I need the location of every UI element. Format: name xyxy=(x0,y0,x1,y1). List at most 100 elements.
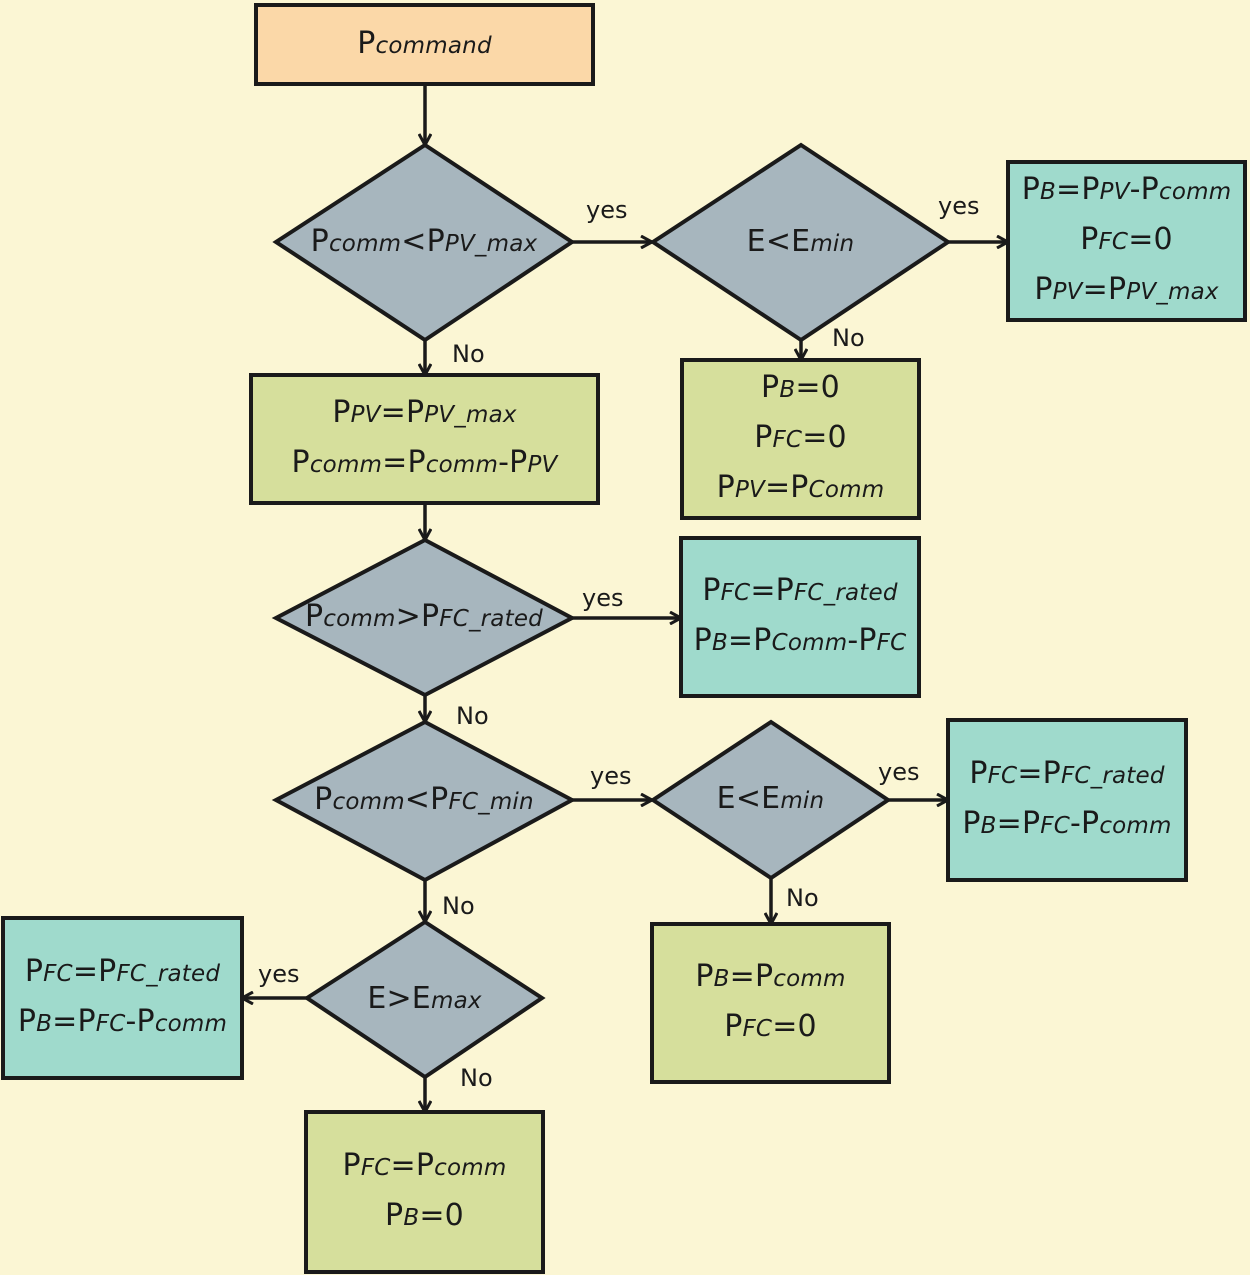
formula-symbol: -P xyxy=(1069,806,1100,841)
formula-symbol: =P xyxy=(382,445,426,480)
formula-subscript: Comm xyxy=(808,477,885,503)
formula-subscript: PV xyxy=(1099,179,1130,205)
formula-symbol: -P xyxy=(847,623,877,658)
formula-symbol: =P xyxy=(727,623,772,658)
formula-subscript: B xyxy=(403,1205,420,1231)
formula-line: PFC=PFC_rated xyxy=(25,948,220,998)
formula-subscript: comm xyxy=(425,452,499,478)
formula-symbol: =P xyxy=(1055,172,1100,207)
formula-subscript: comm xyxy=(332,789,405,815)
formula-symbol: =P xyxy=(729,959,774,994)
formula-subscript: FC xyxy=(43,961,73,987)
formula-symbol: =P xyxy=(390,1148,435,1183)
formula-symbol: =P xyxy=(380,395,425,430)
formula-symbol: >P xyxy=(395,598,440,634)
formula-line: E<Emin xyxy=(717,775,825,825)
formula-subscript: FC xyxy=(95,1011,126,1037)
formula-symbol: =P xyxy=(72,954,117,989)
process-fc-only xyxy=(304,1110,545,1274)
formula-line: PFC=PFC_rated xyxy=(969,750,1164,800)
formula-subscript: comm xyxy=(323,605,396,632)
decision-pcomm-lt-ppvmax xyxy=(272,142,576,343)
formula-subscript: B xyxy=(711,630,728,656)
formula-subscript: FC xyxy=(876,630,907,656)
formula-symbol: =0 xyxy=(795,370,840,405)
formula-symbol: =P xyxy=(996,806,1041,841)
formula-line: PB=PFC-Pcomm xyxy=(962,800,1171,850)
formula-line: Pcommand xyxy=(357,20,492,70)
formula-subscript: min xyxy=(780,788,825,814)
formula-subscript: FC xyxy=(987,763,1018,789)
formula-symbol: -P xyxy=(1129,172,1159,207)
formula-symbol: =0 xyxy=(772,1009,817,1044)
formula-subscript: FC xyxy=(742,1016,773,1042)
edge-label-yes: yes xyxy=(582,584,624,612)
formula-line: Pcomm<PFC_min xyxy=(314,776,534,826)
formula-symbol: P xyxy=(314,782,333,817)
formula-symbol: E<E xyxy=(746,223,811,259)
formula-subscript: B xyxy=(713,966,730,992)
edge-label-no: No xyxy=(832,324,865,352)
formula-symbol: =0 xyxy=(802,420,847,455)
formula-subscript: comm xyxy=(434,1155,507,1181)
formula-symbol: =0 xyxy=(1128,222,1173,257)
formula-line: PPV=PPV_max xyxy=(1034,266,1218,316)
formula-subscript: PV xyxy=(734,477,765,503)
edge-label-no: No xyxy=(442,892,475,920)
formula-symbol: =P xyxy=(1082,272,1127,307)
formula-line: PFC=0 xyxy=(1080,216,1173,266)
formula-line: PPV=PPV_max xyxy=(332,389,516,439)
formula-symbol: P xyxy=(342,1148,361,1183)
start-text: Pcommand xyxy=(256,5,593,84)
formula-line: PB=Pcomm xyxy=(695,953,845,1003)
edge-label-no: No xyxy=(460,1064,493,1092)
formula-subscript: command xyxy=(375,32,492,59)
formula-subscript: comm xyxy=(154,1011,228,1037)
formula-symbol: P xyxy=(969,756,988,791)
formula-symbol: P xyxy=(310,223,329,259)
formula-symbol: P xyxy=(702,573,721,608)
formula-subscript: FC_rated xyxy=(116,961,221,987)
formula-subscript: FC_rated xyxy=(1060,763,1165,789)
formula-subscript: Comm xyxy=(771,630,848,656)
formula-symbol: -P xyxy=(498,445,528,480)
decision-e-lt-emin-2 xyxy=(649,719,892,881)
formula-subscript: FC_rated xyxy=(439,605,543,632)
decision-pcomm-gt-pfcrated xyxy=(271,537,577,698)
formula-subscript: PV xyxy=(350,402,381,428)
edge-label-yes: yes xyxy=(258,960,300,988)
formula-line: Pcomm=Pcomm-PPV xyxy=(292,439,558,489)
formula-line: PB=0 xyxy=(385,1192,464,1242)
decision-emin2-text: E<Emin xyxy=(653,722,888,878)
formula-symbol: <P xyxy=(404,782,449,817)
formula-symbol: P xyxy=(724,1009,743,1044)
formula-line: PB=PComm-PFC xyxy=(694,617,907,667)
decision-pcomm-lt-pfcmin xyxy=(271,719,577,883)
formula-symbol: P xyxy=(761,370,780,405)
decision-pv-text: Pcomm<PPV_max xyxy=(276,145,572,340)
formula-subscript: comm xyxy=(773,966,846,992)
formula-subscript: max xyxy=(430,987,482,1014)
formula-subscript: comm xyxy=(1099,813,1172,839)
formula-symbol: P xyxy=(1021,172,1040,207)
edge-label-yes: yes xyxy=(938,192,980,220)
edge-label-no: No xyxy=(786,884,819,912)
formula-symbol: P xyxy=(693,623,712,658)
process-pv-only xyxy=(680,358,921,520)
edge-label-yes: yes xyxy=(878,758,920,786)
decision-emin1-text: E<Emin xyxy=(653,145,948,340)
formula-subscript: FC_rated xyxy=(793,580,898,606)
formula-symbol: =P xyxy=(750,573,794,608)
formula-subscript: PV xyxy=(527,452,558,478)
formula-subscript: FC xyxy=(1040,813,1070,839)
formula-symbol: E>E xyxy=(367,980,431,1016)
formula-symbol: P xyxy=(24,954,44,989)
decision-fcmin-text: Pcomm<PFC_min xyxy=(276,722,572,880)
formula-symbol: P xyxy=(1080,222,1099,257)
start-box xyxy=(254,3,595,86)
formula-symbol: =P xyxy=(764,470,809,505)
